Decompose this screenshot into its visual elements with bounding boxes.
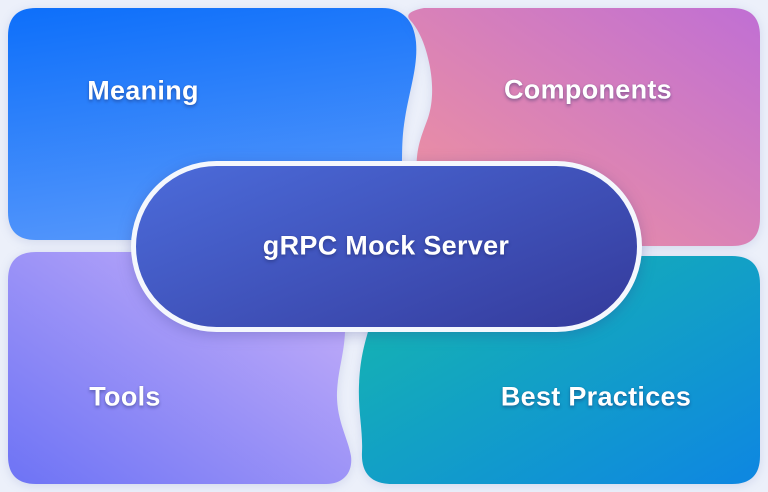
- best-practices-label: Best Practices: [500, 381, 692, 412]
- components-label: Components: [504, 74, 672, 105]
- center-pill-shape: [131, 161, 642, 332]
- meaning-label: Meaning: [87, 75, 199, 106]
- tools-label: Tools: [89, 381, 161, 412]
- center-pill-label: gRPC Mock Server: [262, 230, 510, 261]
